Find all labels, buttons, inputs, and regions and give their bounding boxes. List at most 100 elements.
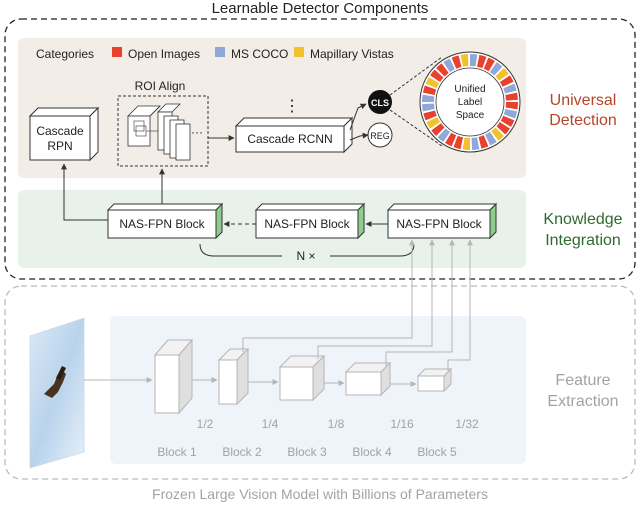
tap-block4 [385,239,455,366]
arrow-rcnn-to-cls [349,103,367,131]
label-space-text-3: Space [456,110,485,121]
nas-fpn-block-3: NAS-FPN Block [386,202,498,240]
input-image [29,317,85,469]
label-space-cell [470,54,478,67]
reg-label: REG [370,131,390,141]
label-space-cell [490,62,503,76]
roi-more-dots: ··· [191,125,203,139]
label-space-cell [423,110,437,121]
label-space-cell [422,94,435,102]
backbone-block-1 [153,338,194,415]
nas-fpn-block-3-label: NAS-FPN Block [396,217,482,231]
cascade-rpn-label-line2: RPN [47,139,72,153]
backbone-block-5 [416,367,453,393]
roi-feature-stack: ··· [127,103,203,161]
backbone-block-3 [278,354,326,402]
frozen-model-frame [4,285,636,480]
feature-extraction-label: Feature [555,372,610,389]
legend-swatch-ms-coco [215,47,225,57]
block-label-1: Block 1 [157,445,197,459]
unified-label-space: Unified Label Space [419,51,521,153]
label-space-cell [422,85,437,95]
scale-label-2: 1/4 [262,417,279,431]
label-space-cell [505,92,518,101]
frozen-model-caption: Frozen Large Vision Model with Billions … [152,486,488,502]
arrow-block1-to-rpn [61,163,108,221]
label-space-cell [485,131,497,146]
label-space-cell [430,69,444,82]
label-space-cell [471,137,480,150]
block-label-4: Block 4 [352,445,392,459]
legend-swatch-open-images [112,47,122,57]
learnable-components-frame [4,18,636,280]
cls-to-label-space-bottom [389,109,443,147]
scale-label-1: 1/2 [197,417,214,431]
label-space-cell [460,54,469,67]
label-space-cell [495,68,509,81]
scale-label-3: 1/8 [328,417,345,431]
cascade-rpn-label: Cascade [36,124,84,138]
label-space-cell [443,58,455,73]
cls-label: CLS [371,98,389,108]
label-space-cell [496,122,510,135]
feature-extraction-label-line2: Extraction [547,393,618,410]
label-space-cell [451,55,462,69]
legend-swatch-mapillary [294,47,304,57]
label-space-cell [503,109,518,119]
nas-fpn-block-2-label: NAS-FPN Block [264,217,350,231]
cascade-rcnn-box: Cascade RCNN [234,116,354,154]
scale-label-4: 1/16 [390,417,414,431]
reg-head [367,122,393,148]
label-space-cell [491,127,504,141]
label-space-cell [483,57,495,72]
legend-label-ms-coco: MS COCO [231,47,288,61]
roi-align-label: ROI Align [135,79,186,93]
knowledge-integration-label-line2: Integration [545,232,621,249]
label-space-cell [437,128,450,142]
block-label-3: Block 3 [287,445,327,459]
cls-head [368,90,392,114]
nas-fpn-block-2: NAS-FPN Block [254,202,366,240]
tap-block5 [447,239,473,371]
label-space-cell [436,63,449,77]
universal-detection-label: Universal [550,92,617,109]
label-space-cell [499,75,514,87]
backbone-block-4 [344,361,392,397]
diagram-title: Learnable Detector Components [212,0,429,17]
label-space-text-2: Label [458,97,482,108]
label-space-cell [426,117,441,129]
universal-detection-label-line2: Detection [549,112,617,129]
more-stages-dots: ⋮ [284,98,300,115]
block-label-5: Block 5 [417,445,457,459]
nas-fpn-block-1-label: NAS-FPN Block [119,217,205,231]
label-space-cell [462,137,470,150]
label-space-cell [445,132,457,147]
label-space-text-1: Unified [454,84,485,95]
label-space-cell [503,83,517,94]
label-space-cell [505,102,518,110]
label-space-cell [422,103,435,112]
cascade-rpn-box: Cascade RPN [28,106,100,162]
tap-block2 [242,239,415,352]
legend-title: Categories [36,47,94,61]
backbone-block-2 [217,347,250,406]
repeat-brace [199,243,415,257]
scale-label-5: 1/32 [455,417,479,431]
roi-align-box [117,95,209,167]
label-space-cell [453,135,463,150]
label-space-cell [478,135,489,149]
legend-label-open-images: Open Images [128,47,200,61]
label-space-cell [500,115,515,127]
nas-fpn-block-1: NAS-FPN Block [106,202,224,240]
cls-to-label-space-top [389,56,443,96]
knowledge-integration-label: Knowledge [543,211,622,228]
label-space-cell [431,123,445,136]
legend-label-mapillary: Mapillary Vistas [310,47,394,61]
block-label-2: Block 2 [222,445,262,459]
arrow-rcnn-to-reg [349,132,369,141]
label-space-cell [425,77,440,89]
tap-block3 [317,239,435,359]
cascade-rcnn-label: Cascade RCNN [247,132,332,146]
repeat-count-label: N × [296,249,315,263]
